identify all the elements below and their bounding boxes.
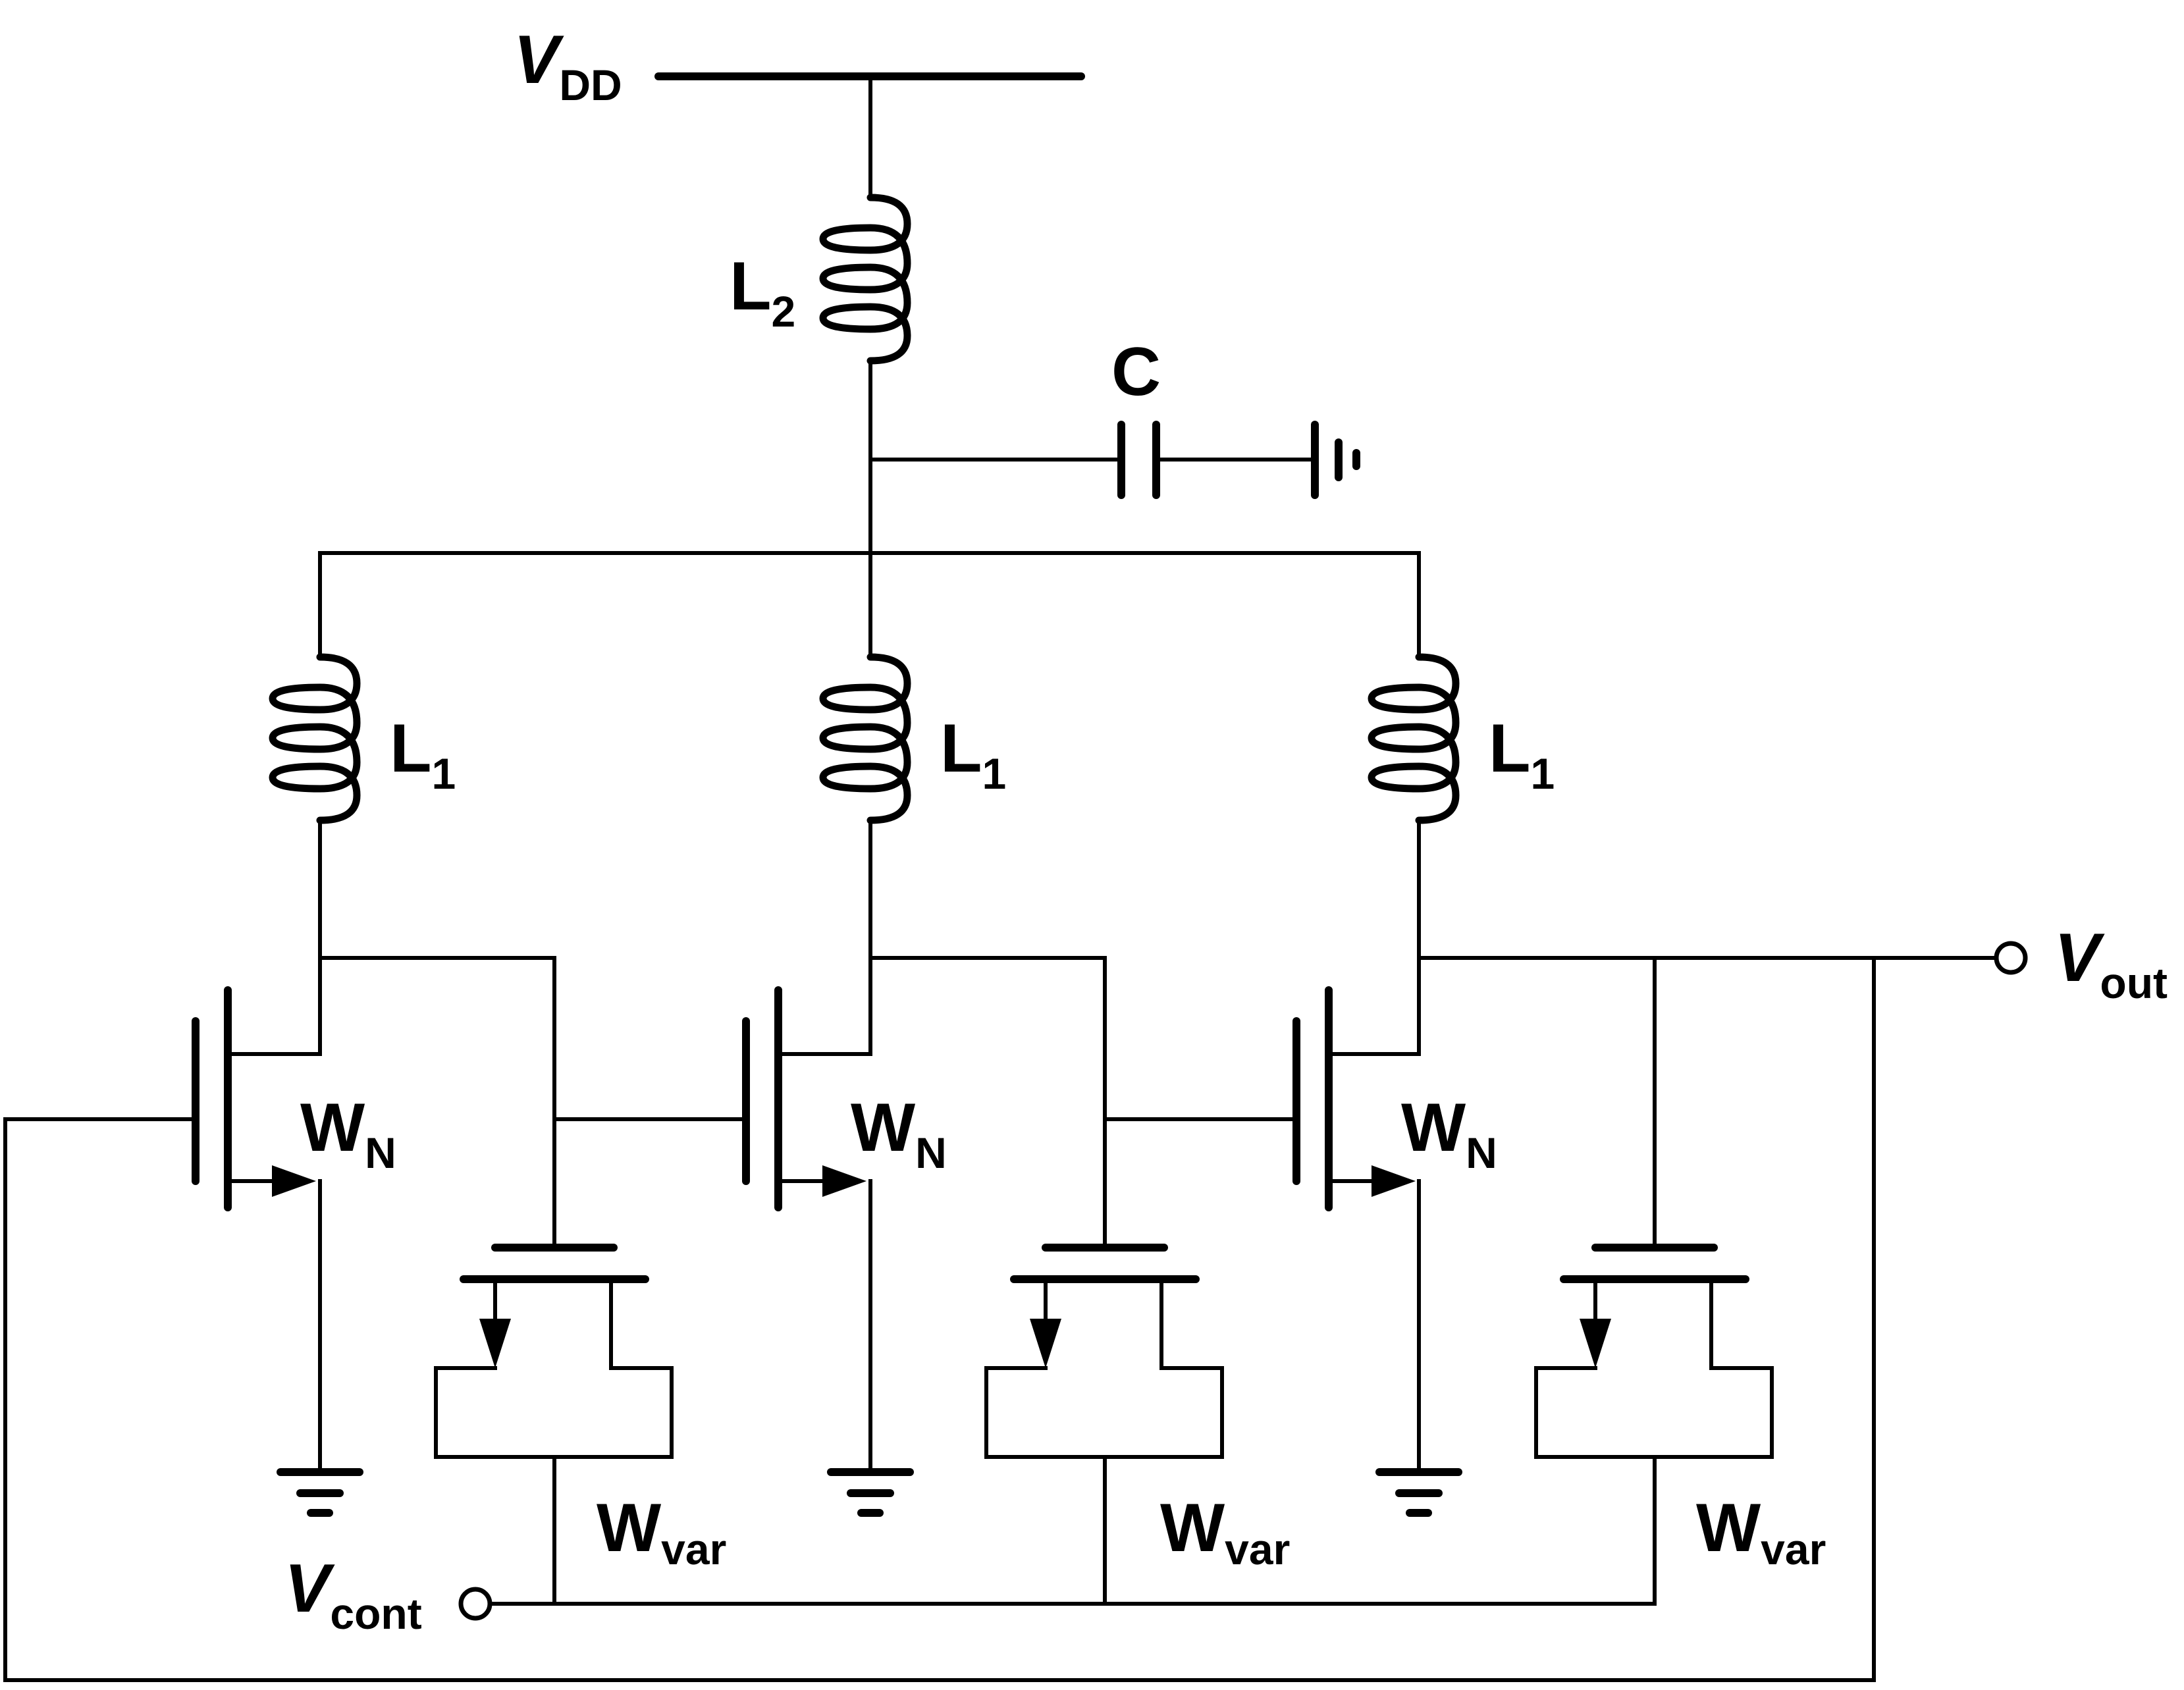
ground-icon: [1375, 1468, 1462, 1517]
nmos-wn-stage-3: [1292, 986, 1421, 1474]
stage-1: [192, 551, 674, 1606]
wvar-label-stage-3: Wvar: [1696, 1490, 1826, 1573]
l1-label-stage-2: L1: [940, 710, 1006, 798]
nmos-wn-stage-1: [192, 986, 322, 1474]
wn-label-stage-2: WN: [851, 1090, 947, 1177]
stage-2: [742, 653, 1224, 1606]
inductor-l1-stage-2: [819, 653, 911, 824]
varactor-wvar-stage-1: [434, 1244, 674, 1606]
supply-node: [868, 359, 1121, 659]
varactor-wvar-stage-3: [1534, 1244, 1774, 1606]
l2-label: L2: [730, 248, 795, 336]
nmos-wn-stage-2: [742, 986, 872, 1474]
vout-label: Vout: [2054, 920, 2168, 1007]
c-label: C: [1111, 334, 1161, 410]
feedback-loop-visible: [3, 956, 1876, 1682]
stage-3: [1292, 551, 1997, 1606]
varactor-wvar-stage-2: [984, 1244, 1224, 1606]
wn-label-stage-3: WN: [1401, 1090, 1497, 1177]
l1-label-stage-1: L1: [390, 710, 456, 798]
vout-terminal: [1994, 941, 2028, 975]
ground-icon: [1311, 421, 1360, 499]
vcont-label: Vcont: [284, 1550, 422, 1638]
vcont-bus: [458, 1587, 1657, 1621]
vdd-label: VDD: [514, 22, 622, 109]
wvar-label-stage-1: Wvar: [597, 1490, 726, 1573]
l1-label-stage-3: L1: [1489, 710, 1555, 798]
inductor-l1-stage-1: [269, 653, 361, 824]
inductor-l2: [819, 194, 911, 365]
ground-icon: [277, 1468, 363, 1517]
wvar-label-stage-2: Wvar: [1160, 1490, 1290, 1573]
capacitor-c: [1117, 421, 1316, 499]
wn-label-stage-1: WN: [300, 1090, 396, 1177]
ground-icon: [827, 1468, 914, 1517]
inductor-l1-stage-3: [1368, 653, 1460, 824]
vdd-rail: [654, 72, 1085, 199]
